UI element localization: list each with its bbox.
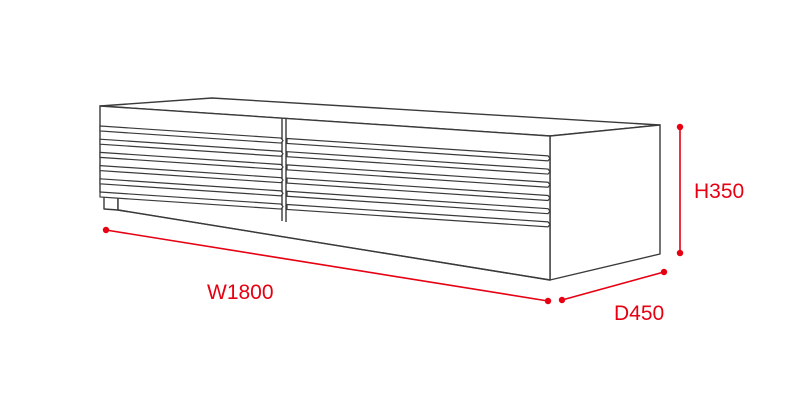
depth-label: D450 [614, 302, 664, 325]
height-bottom-dot [676, 249, 684, 257]
cabinet-base-edge [117, 209, 551, 281]
right-door-louver-5 [286, 190, 551, 215]
left-door-louver-3 [99, 151, 284, 171]
cabinet-drawing [99, 97, 661, 281]
right-door-louver-4 [286, 177, 551, 202]
right-door-louver-2 [286, 151, 551, 175]
depth-start-dot [558, 296, 566, 304]
left-door-louver-6 [99, 191, 284, 210]
left-door-louver-2 [99, 138, 284, 157]
height-dimension: H350 [676, 123, 744, 257]
depth-end-dot [660, 268, 668, 276]
depth-dimension: D450 [558, 268, 668, 325]
right-door-louver-3 [286, 164, 551, 188]
height-label: H350 [694, 180, 744, 203]
width-dimension-line [105, 229, 549, 302]
width-dimension: W1800 [102, 226, 552, 305]
left-door-louver-4 [99, 164, 284, 184]
left-door-louver-5 [99, 178, 284, 197]
cabinet-side-face [549, 124, 661, 281]
right-door-louvers [286, 137, 551, 228]
right-door-louver-6 [286, 203, 551, 228]
left-door-louvers [99, 125, 284, 210]
right-door-louver-1 [286, 137, 551, 162]
width-start-dot [102, 226, 110, 234]
width-end-dot [544, 297, 552, 305]
depth-dimension-line [561, 271, 665, 301]
left-door-louver-1 [99, 125, 284, 144]
height-top-dot [676, 123, 684, 131]
width-label: W1800 [207, 281, 274, 304]
